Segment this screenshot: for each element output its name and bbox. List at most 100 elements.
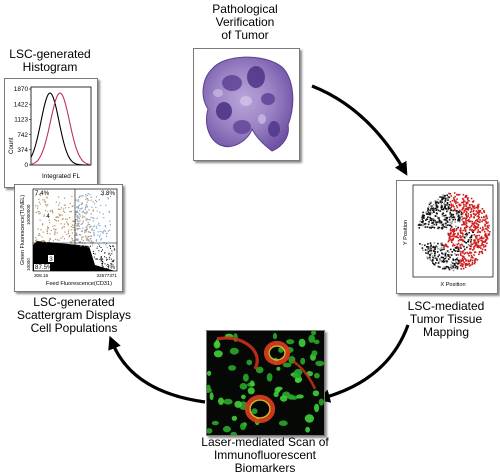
scatter-point-black — [109, 254, 111, 256]
tissue-map-cell — [455, 225, 457, 228]
tissue-map-cell — [451, 261, 453, 264]
tissue-map-cell — [452, 259, 455, 261]
tissue-map-cell — [443, 246, 445, 249]
scatter-point-blue — [76, 215, 79, 217]
tissue-map-cell — [476, 207, 479, 210]
histogram-y-tick-label: 0 — [24, 162, 28, 169]
scatter-point-tan — [42, 241, 44, 243]
scatter-point-blue — [93, 225, 95, 227]
scatter-point-tan — [46, 205, 48, 207]
tissue-map-cell — [462, 193, 465, 196]
scatter-point-black — [108, 252, 110, 254]
green-nucleus — [243, 373, 249, 382]
tissue-map-cell — [451, 251, 453, 253]
tissue-map-cell — [478, 209, 480, 212]
tissue-map-cell — [453, 198, 455, 201]
scatter-point-tan — [35, 237, 37, 239]
tissue-map-cell — [468, 254, 470, 257]
tissue-map-cell — [475, 236, 477, 239]
tissue-map-cell — [459, 264, 462, 267]
tissue-map-cell — [448, 224, 450, 226]
tissue-map-cell — [455, 205, 458, 207]
scatter-point-blue — [77, 205, 79, 208]
tissue-map-cell — [433, 210, 435, 212]
tissue-map-cell — [439, 210, 441, 212]
scatter-point-tan — [41, 223, 44, 225]
tissue-map-cell — [450, 222, 453, 225]
tissue-map-cell — [459, 235, 462, 237]
tissue-map-cell — [444, 257, 447, 260]
scatter-point-tan — [51, 211, 54, 213]
tissue-map-cell — [458, 220, 460, 223]
scatter-point-tan — [58, 196, 60, 198]
scatter-point-tan — [70, 241, 72, 243]
scatter-point-blue — [99, 204, 102, 207]
tissue-map-cell — [437, 227, 439, 229]
tissue-map-cell — [444, 243, 447, 246]
scatter-point-black — [113, 245, 115, 247]
scatter-point-blue — [91, 228, 93, 230]
scatter-point-black — [89, 256, 90, 258]
scatter-point-black — [113, 259, 115, 261]
caption-laser-scan: Laser-mediated Scan of Immunofluorescent… — [201, 435, 329, 474]
scatter-point-black — [108, 258, 110, 260]
scatter-point-tan — [69, 234, 71, 237]
tissue-map-cell — [468, 200, 470, 202]
tissue-map-cell — [457, 263, 459, 265]
scatter-point-blue — [78, 241, 80, 243]
tissue-map-cell — [458, 203, 461, 206]
tissue-map-cell — [478, 231, 480, 233]
tissue-map-cell — [421, 224, 424, 227]
tissue-map-cell — [427, 216, 429, 218]
tissue-map-cell — [445, 208, 447, 210]
scatter-point-tan — [85, 198, 87, 200]
tissue-map-cell — [446, 221, 449, 223]
tissue-map-cell — [452, 262, 454, 265]
scatter-point-tan — [56, 216, 58, 218]
scatter-point-tan — [77, 225, 79, 227]
tissue-map-cell — [420, 221, 423, 223]
scatter-point-tan — [85, 207, 87, 209]
scatter-point-tan — [87, 231, 89, 233]
tissue-map-cell — [457, 213, 460, 215]
scatter-point-tan — [86, 198, 88, 200]
tissue-map-cell — [471, 243, 474, 245]
caption-histogram: LSC-generated Histogram — [9, 47, 91, 74]
tissue-map-cell — [437, 248, 439, 250]
scatter-point-tan — [49, 238, 51, 240]
tissue-map-cell — [442, 212, 445, 214]
tissue-map-cell — [457, 247, 460, 249]
tissue-map-cell — [442, 197, 445, 199]
tissue-map-cell — [466, 246, 468, 249]
scatter-point-tan — [39, 219, 41, 221]
tissue-map-cell — [466, 251, 469, 254]
tissue-map-cell — [476, 219, 478, 221]
tissue-map-cell — [446, 202, 449, 204]
scatter-point-tan — [55, 219, 57, 221]
tissue-map-cell — [457, 248, 460, 251]
scatter-point-tan — [50, 210, 52, 212]
scatter-point-tan — [59, 202, 61, 204]
tissue-map-cell — [442, 194, 444, 196]
tissue-map-cell — [456, 201, 459, 204]
tissue-map-cell — [457, 240, 460, 242]
scatter-pct-lower-left: 87.5% — [35, 264, 53, 271]
tissue-map-cell — [457, 219, 459, 222]
tissue-map-cell — [477, 241, 479, 244]
tissue-map-cell — [438, 254, 441, 256]
tissue-map-cell — [460, 218, 463, 221]
green-nucleus — [251, 408, 258, 415]
tissue-map-cell — [475, 242, 478, 244]
scatter-point-tan — [76, 215, 78, 217]
histogram-axes-box — [30, 86, 92, 166]
tissue-map-cell — [478, 238, 480, 241]
scatter-point-blue — [84, 232, 86, 234]
scatter-point-tan — [48, 227, 50, 229]
tissue-map-cell — [482, 228, 484, 230]
tissue-map-cell — [472, 231, 474, 233]
tissue-map-cell — [475, 206, 478, 209]
scatter-point-blue — [87, 218, 89, 220]
tissue-map-cell — [456, 198, 458, 200]
tissue-map-cell — [477, 215, 480, 217]
